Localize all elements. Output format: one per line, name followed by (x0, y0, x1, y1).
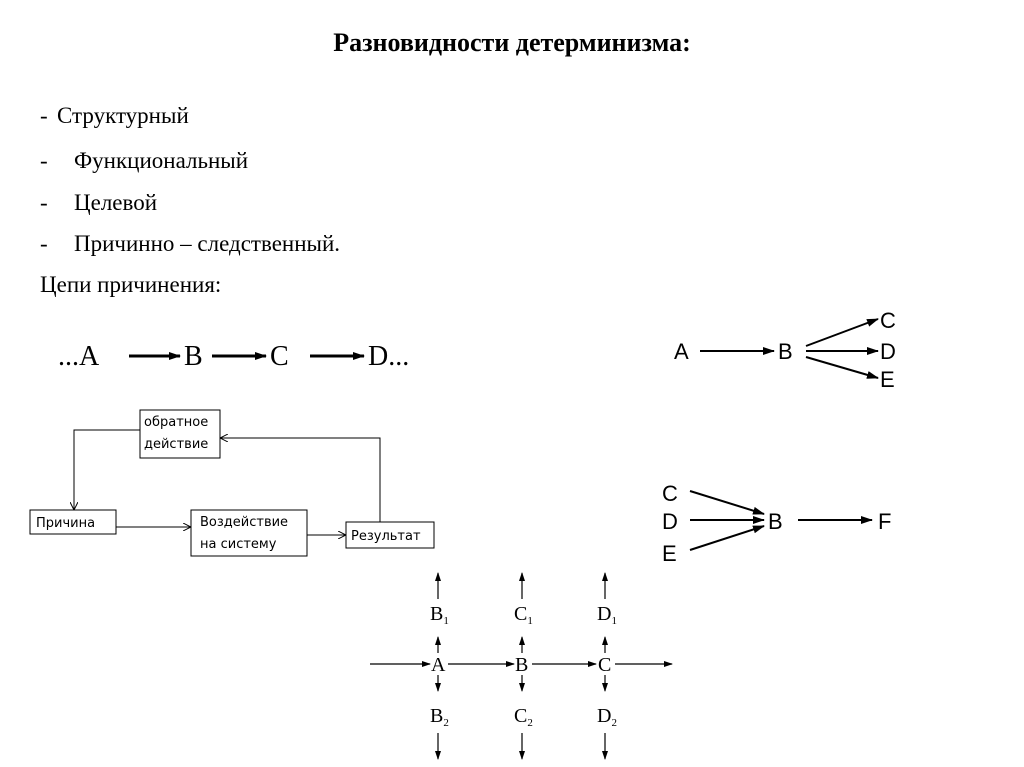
bullet-item: - Функциональный (40, 148, 340, 178)
linear-chain-diagram: ...A B C D... (58, 341, 409, 372)
converging-arrow (689, 525, 765, 551)
feedback-to-cause-arrow (74, 429, 140, 510)
diverging-target-d: D (880, 339, 896, 364)
cause-label: Причина (36, 516, 95, 531)
impact-box (190, 509, 308, 557)
network-node-a: A (431, 654, 446, 676)
feedback-label-line2: действие (144, 437, 208, 452)
bullet-item: - Причинно – следственный. (40, 231, 440, 261)
network-upper-node: D1 (597, 603, 617, 627)
slide-title: Разновидности детерминизма: (333, 28, 691, 57)
converging-source-c: C (662, 481, 678, 506)
feedback-loop-diagram: обратное действие Причина Воздействие на… (29, 409, 435, 557)
bullet-text: Причинно – следственный. (74, 231, 341, 256)
network-lower-node: B2 (430, 705, 449, 729)
bullet-item: - Структурный (40, 103, 340, 133)
bullet-dash: - (40, 190, 48, 215)
converging-diagram: C D E B F (662, 481, 891, 566)
chains-heading: Цепи причинения: (40, 272, 222, 297)
diverging-target-c: C (880, 308, 896, 333)
bullet-text: Структурный (57, 103, 189, 128)
network-lower-node: D2 (597, 705, 617, 729)
diverging-arrow (805, 318, 879, 347)
converging-arrow (689, 490, 765, 515)
chain-node-d: D... (368, 341, 409, 372)
diverging-diagram: A B C D E (674, 308, 896, 392)
network-upper-node: C1 (514, 603, 533, 627)
converging-source-d: D (662, 509, 678, 534)
bullet-dash: - (40, 103, 48, 128)
feedback-label-line1: обратное (144, 415, 208, 430)
bullet-text: Функциональный (74, 148, 249, 173)
cause-box (29, 509, 117, 535)
bullet-item: - Целевой (40, 190, 340, 220)
diverging-arrow (805, 356, 879, 379)
network-node-c: C (598, 654, 611, 676)
converging-target: F (878, 509, 891, 534)
diverging-hub: B (778, 339, 793, 364)
converging-source-e: E (662, 541, 677, 566)
converging-hub: B (768, 509, 783, 534)
bullet-dash: - (40, 148, 48, 173)
diverging-target-e: E (880, 367, 895, 392)
chain-node-c: C (270, 341, 289, 372)
impact-label-line1: Воздействие (200, 515, 288, 530)
bullet-text: Целевой (74, 190, 158, 215)
impact-label-line2: на систему (200, 537, 277, 552)
network-upper-node: B1 (430, 603, 449, 627)
bullet-dash: - (40, 231, 48, 256)
network-node-b: B (515, 654, 528, 676)
network-lower-node: C2 (514, 705, 533, 729)
chain-node-a: ...A (58, 341, 100, 372)
causal-network-diagram: A B C B1 C1 D1 B2 C2 D2 (370, 572, 673, 760)
chain-node-b: B (184, 341, 203, 372)
diverging-source: A (674, 339, 689, 364)
result-to-feedback-arrow (220, 438, 381, 522)
result-label: Результат (351, 529, 421, 544)
